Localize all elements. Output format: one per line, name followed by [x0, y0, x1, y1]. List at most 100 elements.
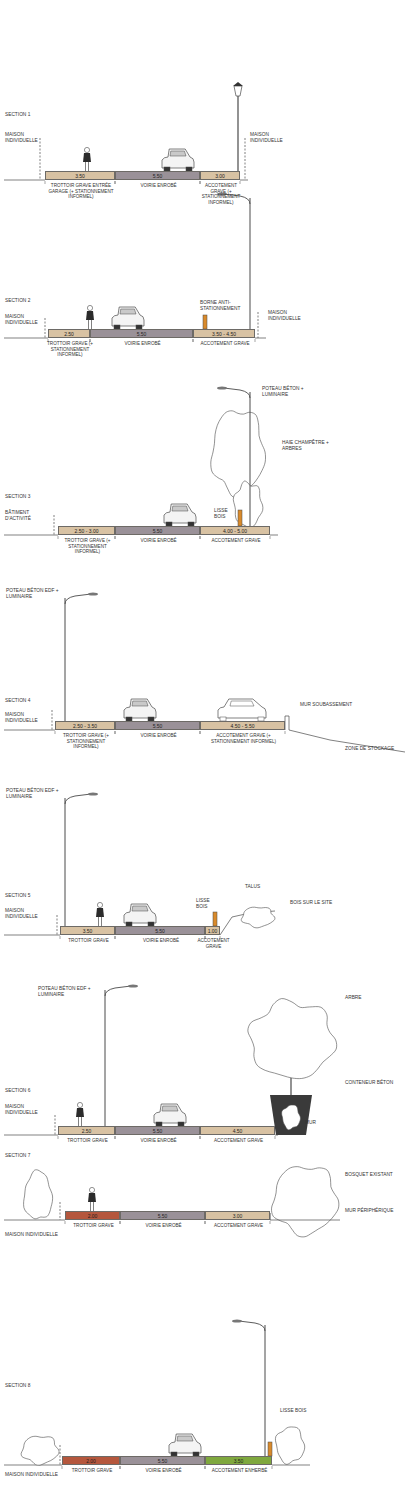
- band-caption: VOIRIE ENROBÉ: [116, 1138, 201, 1144]
- pedestrian-head: [87, 305, 92, 310]
- annotation-label: MUR SOUBASSEMENT: [300, 702, 360, 708]
- dimension-value: 2.00: [63, 1457, 119, 1465]
- dimension-tick: [200, 181, 201, 184]
- hedge-shrub: [233, 481, 263, 527]
- pedestrian-body: [83, 153, 91, 162]
- band-caption: TROTTOIR GRAVE ENTRÉE GARAGE (+ STATIONN…: [46, 183, 116, 200]
- annotation-label: POTEAU BÉTON EDF + LUMINAIRE: [6, 588, 62, 600]
- dimension-value: 5.50: [121, 1212, 204, 1220]
- section-illustration: [4, 792, 275, 939]
- dimension-tick: [270, 1221, 271, 1224]
- car-window: [230, 701, 254, 706]
- profile-band: 5.50VOIRIE ENROBÉ: [115, 926, 205, 935]
- ground-line: [4, 1465, 62, 1466]
- car-body: [112, 307, 144, 326]
- band-caption: ACCOTEMENT GRAVE (+ STATIONNEMENT INFORM…: [198, 183, 244, 205]
- ground-line: [255, 338, 266, 339]
- wooden-rail-post: [213, 912, 217, 926]
- lamp-arm: [65, 794, 91, 804]
- profile-band: 4.00 - 5.00ACCOTEMENT GRAVE: [200, 526, 270, 535]
- lamp-head: [128, 984, 138, 987]
- annotation-label: TALUS: [245, 884, 275, 890]
- wooden-rail-post: [238, 510, 242, 526]
- band-caption: ACCOTEMENT GRAVE: [206, 1223, 271, 1229]
- ground-line: [4, 935, 60, 936]
- car-body: [124, 904, 156, 923]
- house-facade: [60, 1202, 61, 1220]
- house-facade: [55, 1115, 56, 1135]
- car-body: [162, 149, 194, 168]
- lamp-arm: [65, 594, 91, 604]
- pedestrian-head: [97, 902, 102, 907]
- car-window: [132, 906, 148, 911]
- dimension-value: 5.50: [116, 1127, 199, 1135]
- annotation-label: ARBRE: [345, 995, 395, 1001]
- pedestrian-leg: [78, 1117, 79, 1126]
- ground-line: [4, 1135, 58, 1136]
- container-shrub: [282, 1105, 301, 1130]
- dimension-tick: [65, 1221, 66, 1224]
- annotation-label: BOIS SUR LE SITE: [290, 900, 334, 906]
- annotation-label: SECTION 1: [5, 112, 45, 118]
- car-window: [170, 151, 186, 156]
- lamp-post: [105, 990, 106, 1126]
- dimension-tick: [255, 339, 256, 342]
- lamp-head: [88, 792, 98, 795]
- pedestrian-head: [89, 1187, 94, 1192]
- profile-band: 5.50VOIRIE ENROBÉ: [120, 1456, 205, 1465]
- profile-band: 2.50 - 3.50TROTTOIR GRAVE (+ STATIONNEME…: [55, 721, 115, 730]
- pedestrian-head: [77, 1102, 82, 1107]
- annotation-label: MAISON INDIVIDUELLE: [5, 1472, 60, 1478]
- annotation-label: POTEAU BÉTON + LUMINAIRE: [262, 386, 322, 398]
- pedestrian-body: [96, 908, 104, 917]
- dimension-tick: [200, 731, 201, 734]
- house-facade: [258, 312, 259, 338]
- dimension-value: 3.00: [201, 172, 239, 180]
- ground-line: [4, 1220, 65, 1221]
- ground-line: [275, 1135, 278, 1136]
- car-window: [132, 701, 148, 706]
- annotation-label: LISSE BOIS: [280, 1408, 320, 1414]
- profile-band: 2.50TROTTOIR GRAVE: [58, 1126, 115, 1135]
- dimension-value: 3.50: [46, 172, 114, 180]
- retaining-wall-and-slope: [285, 716, 405, 752]
- annotation-label: MAISON INDIVIDUELLE: [268, 310, 312, 322]
- pedestrian-leg: [85, 162, 86, 171]
- house-facade: [45, 318, 46, 338]
- car-body: [164, 504, 196, 523]
- lamp-head: [232, 1319, 242, 1322]
- lamp-post: [265, 1325, 266, 1456]
- profile-band: 3.50ACCOTEMENT ENHERBÉ: [205, 1456, 272, 1465]
- annotation-label: POTEAU BÉTON EDF + LUMINAIRE: [6, 788, 62, 800]
- ground-line: [4, 180, 45, 181]
- dimension-tick: [60, 936, 61, 939]
- band-caption: TROTTOIR GRAVE (+ STATIONNEMENT INFORMEL…: [47, 341, 93, 358]
- dimension-tick: [62, 1466, 63, 1469]
- dimension-tick: [200, 536, 201, 539]
- pedestrian-leg: [81, 1117, 82, 1126]
- band-caption: ACCOTEMENT GRAVE (+ STATIONNEMENT INFORM…: [201, 733, 286, 744]
- pedestrian-body: [88, 1193, 96, 1202]
- profile-band: 5.50VOIRIE ENROBÉ: [120, 1211, 205, 1220]
- dimension-tick: [115, 181, 116, 184]
- section-illustration: [4, 192, 266, 342]
- annotation-label: LISSE BOIS: [214, 508, 240, 520]
- band-caption: ACCOTEMENT GRAVE: [194, 341, 256, 347]
- annotation-label: MUR: [305, 1120, 335, 1126]
- ground-line: [4, 730, 55, 731]
- band-caption: VOIRIE ENROBÉ: [121, 1468, 206, 1474]
- concrete-container: [270, 1095, 312, 1135]
- dimension-tick: [205, 1466, 206, 1469]
- annotation-label: MAISON INDIVIDUELLE: [5, 908, 55, 920]
- lamp-arm: [224, 388, 250, 398]
- dimension-value: 2.50 - 3.50: [56, 722, 114, 730]
- band-caption: VOIRIE ENROBÉ: [116, 733, 201, 739]
- band-caption: TROTTOIR GRAVE: [59, 1138, 116, 1144]
- dimension-tick: [200, 731, 201, 734]
- dimension-tick: [115, 731, 116, 734]
- lamp-arm: [105, 986, 131, 996]
- profile-band: 5.50VOIRIE ENROBÉ: [90, 329, 193, 338]
- annotation-label: LISSE BOIS: [196, 898, 222, 910]
- profile-band: 5.50VOIRIE ENROBÉ: [115, 721, 200, 730]
